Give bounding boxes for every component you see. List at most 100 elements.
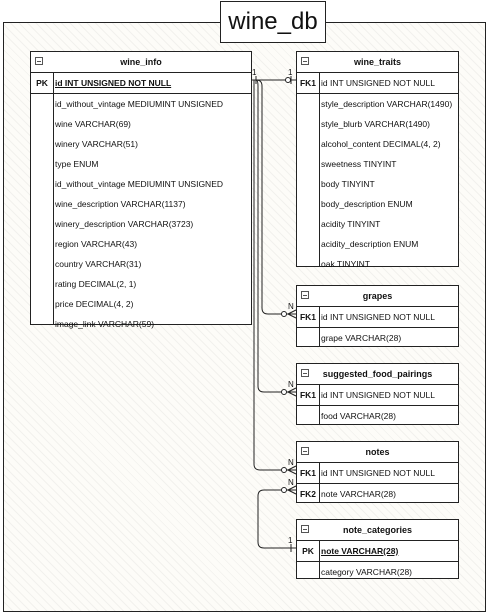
table-row[interactable]: wine VARCHAR(69) [31,114,251,134]
table-row[interactable]: alcohol_content DECIMAL(4, 2) [297,134,458,154]
key-column-divider [319,462,320,502]
collapse-icon[interactable] [301,369,309,377]
collapse-icon[interactable] [301,57,309,65]
key-label: FK1 [299,78,317,88]
table-row[interactable]: winery_description VARCHAR(3723) [31,214,251,234]
table-row[interactable]: oak TINYINT [297,254,458,274]
key-column-divider [319,306,320,346]
table-suggested-food-pairings[interactable]: suggested_food_pairings FK1 id INT UNSIGN… [296,363,459,425]
table-row[interactable]: FK1 id INT UNSIGNED NOT NULL [297,307,458,328]
table-row[interactable]: sweetness TINYINT [297,154,458,174]
column-def: style_blurb VARCHAR(1490) [321,119,430,129]
table-grapes[interactable]: grapes FK1 id INT UNSIGNED NOT NULL grape… [296,285,459,347]
table-header: wine_info [31,52,251,73]
crowfoot-notes-fk2 [281,485,297,495]
link-notes [252,79,296,471]
table-row[interactable]: rating DECIMAL(2, 1) [31,274,251,294]
cardinality-notes-fk2: N [288,478,294,487]
table-name: notes [365,447,390,457]
column-def: id INT UNSIGNED NOT NULL [321,390,435,400]
link-note-categories [257,489,296,549]
column-def: type ENUM [55,159,99,169]
key-label: FK1 [299,468,317,478]
column-def: id INT UNSIGNED NOT NULL [55,78,172,88]
table-row[interactable]: style_blurb VARCHAR(1490) [297,114,458,134]
table-note-categories[interactable]: note_categories PK note VARCHAR(28) categ… [296,519,459,579]
table-row[interactable]: image_link VARCHAR(59) [31,314,251,334]
column-def: grape VARCHAR(28) [321,333,402,343]
key-column-divider [53,72,54,324]
column-def: id_without_vintage MEDIUMINT UNSIGNED [55,99,224,109]
table-row[interactable]: food VARCHAR(28) [297,406,458,426]
cardinality-food-pairings: N [288,380,294,389]
crowfoot-notes-fk1 [281,465,297,475]
table-header: note_categories [297,520,458,541]
table-row[interactable]: category VARCHAR(28) [297,562,458,582]
table-row[interactable]: FK1 id INT UNSIGNED NOT NULL [297,463,458,484]
column-def: winery VARCHAR(51) [55,139,138,149]
table-row[interactable]: PK note VARCHAR(28) [297,541,458,562]
table-row[interactable]: type ENUM [31,154,251,174]
column-def: acidity TINYINT [321,219,381,229]
key-label: FK1 [299,312,317,322]
column-def: country VARCHAR(31) [55,259,142,269]
column-def: id_without_vintage MEDIUMINT UNSIGNED [55,179,224,189]
table-row[interactable]: id_without_vintage MEDIUMINT UNSIGNED [31,94,251,114]
table-row[interactable]: acidity TINYINT [297,214,458,234]
table-row[interactable]: acidity_description ENUM [297,234,458,254]
cardinality-wine-traits: 1 [288,68,293,77]
table-row[interactable]: country VARCHAR(31) [31,254,251,274]
table-name: note_categories [342,525,413,535]
table-row[interactable]: style_description VARCHAR(1490) [297,94,458,114]
column-def: category VARCHAR(28) [321,567,413,577]
table-row[interactable]: wine_description VARCHAR(1137) [31,194,251,214]
optional-circle-wine-traits [285,77,291,83]
table-row[interactable]: price DECIMAL(4, 2) [31,294,251,314]
column-def: rating DECIMAL(2, 1) [55,279,137,289]
column-def: alcohol_content DECIMAL(4, 2) [321,139,441,149]
table-row[interactable]: id_without_vintage MEDIUMINT UNSIGNED [31,174,251,194]
collapse-icon[interactable] [301,525,309,533]
crowfoot-grapes [281,309,297,319]
collapse-icon[interactable] [301,447,309,455]
cardinality-grapes: N [288,302,294,311]
column-def: region VARCHAR(43) [55,239,138,249]
link-food-pairings [252,79,296,393]
diagram-title: wine_db [220,1,326,43]
column-def: id INT UNSIGNED NOT NULL [321,312,435,322]
diagram-title-text: wine_db [228,8,318,35]
column-def: food VARCHAR(28) [321,411,396,421]
collapse-icon[interactable] [35,57,43,65]
table-row[interactable]: body_description ENUM [297,194,458,214]
column-def: body_description ENUM [321,199,413,209]
table-header: suggested_food_pairings [297,364,458,385]
key-label: PK [302,546,314,556]
column-def: note VARCHAR(28) [321,489,396,499]
collapse-icon[interactable] [301,291,309,299]
cardinality-wine-info: 1 [252,68,257,77]
table-header: wine_traits [297,52,458,73]
table-name: grapes [362,291,393,301]
table-header: notes [297,442,458,463]
column-def: wine VARCHAR(69) [55,119,131,129]
column-def: note VARCHAR(28) [321,546,399,556]
table-name: wine_info [120,57,162,67]
table-row[interactable]: winery VARCHAR(51) [31,134,251,154]
table-row[interactable]: grape VARCHAR(28) [297,328,458,348]
link-grapes [252,79,296,315]
table-row[interactable]: FK1 id INT UNSIGNED NOT NULL [297,385,458,406]
table-row[interactable]: region VARCHAR(43) [31,234,251,254]
table-row[interactable]: body TINYINT [297,174,458,194]
column-def: body TINYINT [321,179,375,189]
column-def: id INT UNSIGNED NOT NULL [321,468,435,478]
column-def: style_description VARCHAR(1490) [321,99,453,109]
key-label: FK1 [299,390,317,400]
crowfoot-food-pairings [281,387,297,397]
